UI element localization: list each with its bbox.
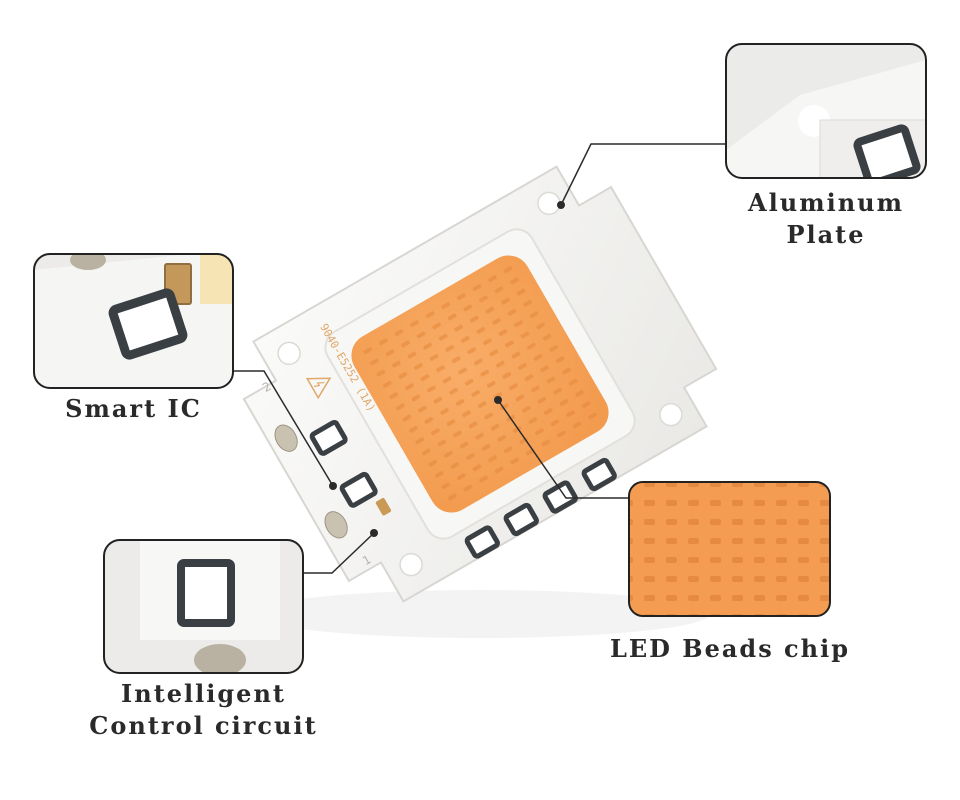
- driver-chip: [542, 480, 578, 514]
- label-smart-ic: Smart IC: [34, 393, 233, 425]
- label-line: LED Beads chip: [609, 634, 851, 663]
- leader-dot: [494, 396, 502, 404]
- callout-frame: [725, 43, 927, 179]
- label-led-beads-chip: LED Beads chip: [600, 633, 860, 665]
- callout-control-circuit: [103, 539, 304, 674]
- cob-led-board: 9040-E5252 (1A) 2 1: [242, 165, 718, 638]
- driver-chip: [503, 502, 539, 537]
- leader-dot: [370, 529, 378, 537]
- label-line: Aluminum: [748, 188, 904, 217]
- label-aluminum-plate: Aluminum Plate: [726, 187, 926, 251]
- driver-chip: [581, 457, 617, 492]
- label-line: Smart IC: [65, 394, 202, 423]
- leader-line-smart-ic: [233, 370, 334, 487]
- smd-resistor: [375, 498, 392, 516]
- smart-ic-chip: [309, 419, 348, 456]
- leader-dot: [329, 482, 337, 490]
- callout-frame: [628, 481, 831, 617]
- label-line: Plate: [786, 220, 866, 249]
- control-circuit-chip: [339, 471, 378, 508]
- mounting-hole: [537, 191, 561, 216]
- label-line: Intelligent: [121, 679, 286, 708]
- callout-frame: [103, 539, 304, 674]
- callout-led-beads-chip: [628, 481, 831, 617]
- label-control-circuit: Intelligent Control circuit: [84, 678, 323, 742]
- label-line: Control circuit: [89, 711, 318, 740]
- leader-dot: [557, 201, 565, 209]
- leader-line-aluminum: [560, 143, 726, 206]
- leader-line-control: [303, 532, 375, 574]
- mounting-hole: [399, 552, 423, 577]
- callout-smart-ic: [33, 253, 234, 389]
- mounting-hole: [277, 341, 301, 366]
- leader-line-led: [497, 399, 629, 499]
- callout-frame: [33, 253, 234, 389]
- mounting-hole: [659, 402, 683, 427]
- led-bead-grid: [360, 264, 600, 504]
- callout-aluminum-plate: [725, 43, 927, 179]
- leader-lines: [233, 143, 726, 574]
- solder-pad: [324, 511, 348, 539]
- high-voltage-warning-icon: [305, 377, 332, 400]
- solder-pad: [274, 424, 298, 452]
- driver-chip: [464, 525, 500, 559]
